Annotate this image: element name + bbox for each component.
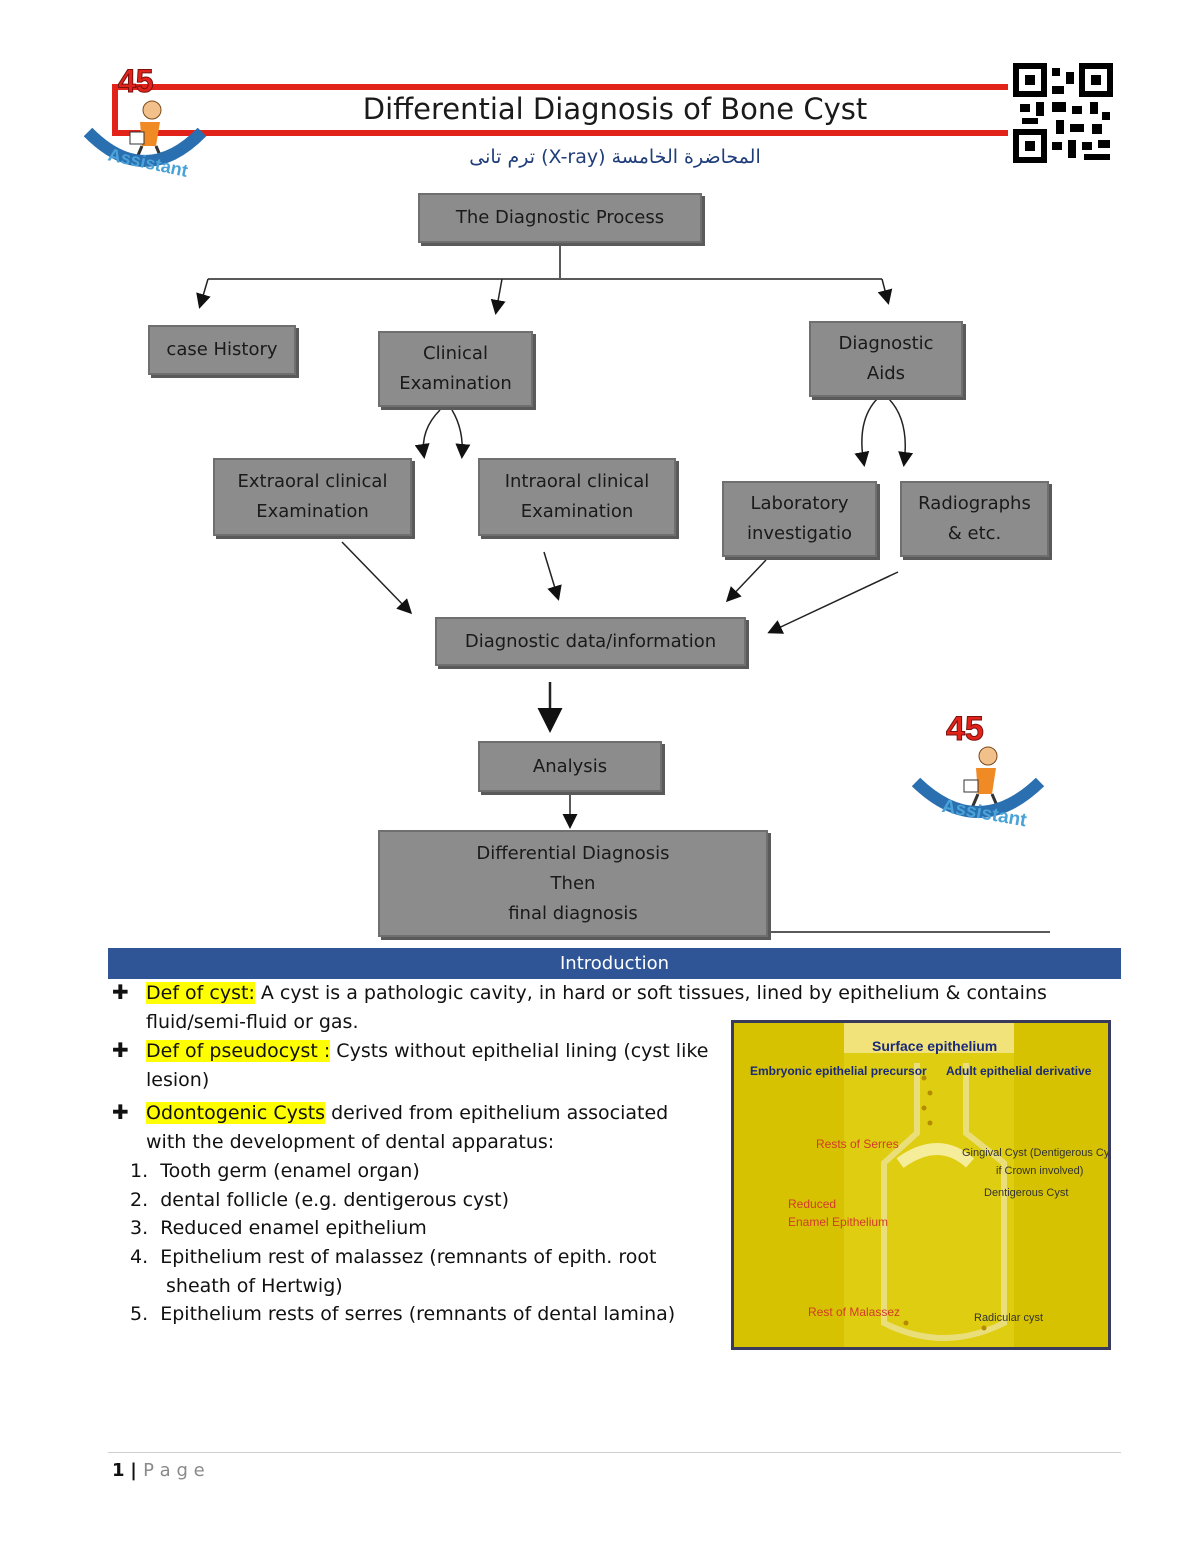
diagram-surface-label: Surface epithelium [872, 1038, 997, 1054]
odontogenic-origin-diagram: Surface epithelium Embryonic epithelial … [731, 1020, 1111, 1350]
diagram-malassez-label: Rest of Malassez [808, 1305, 900, 1319]
flowchart-connectors [196, 246, 1050, 933]
page-subtitle: المحاضرة الخامسة (X-ray) ترم تانى [469, 146, 761, 168]
def-odontogenic: derived from epithelium associated [325, 1102, 669, 1124]
footer-separator: | [130, 1460, 144, 1481]
def-odontogenic-cont: with the development of dental apparatus… [146, 1131, 555, 1153]
box-analysis: Analysis [478, 741, 662, 792]
numbered-item: 4. Epithelium rest of malassez (remnants… [130, 1246, 657, 1297]
box-diagnostic-process: The Diagnostic Process [418, 193, 702, 243]
logo-number: 45 [118, 63, 154, 99]
intro-item-pseudocyst: Def of pseudocyst : Cysts without epithe… [146, 1037, 726, 1095]
numbered-item: 3. Reduced enamel epithelium [130, 1217, 427, 1239]
footer-rule [108, 1452, 1121, 1453]
box-differential-diagnosis: Differential Diagnosis Then final diagno… [378, 830, 768, 937]
term-pseudocyst: Def of pseudocyst : [146, 1040, 331, 1062]
diagram-radicular-label: Radicular cyst [974, 1312, 1043, 1324]
diagram-dentigerous-label: Dentigerous Cyst [984, 1187, 1068, 1199]
intro-item-cyst: Def of cyst: A cyst is a pathologic cavi… [146, 979, 1096, 1037]
bullet-plus-icon: ✚ [112, 1038, 129, 1062]
box-extraoral-examination: Extraoral clinical Examination [213, 458, 412, 536]
numbered-item: 1. Tooth germ (enamel organ) [130, 1160, 420, 1182]
numbered-item: 5. Epithelium rests of serres (remnants … [130, 1303, 676, 1325]
numbered-item: 2. dental follicle (e.g. dentigerous cys… [130, 1189, 510, 1211]
box-diagnostic-aids: Diagnostic Aids [809, 321, 963, 397]
term-cyst: Def of cyst: [146, 982, 255, 1004]
diagram-reduced-label-1: Reduced [788, 1197, 836, 1211]
box-clinical-examination: Clinical Examination [378, 331, 533, 407]
logo-mid-number: 45 [946, 710, 984, 748]
page-footer: 1 | P a g e [112, 1460, 205, 1481]
def-pseudocyst: Cysts without epithelial lining (cyst li… [330, 1040, 709, 1062]
box-intraoral-examination: Intraoral clinical Examination [478, 458, 676, 536]
box-radiographs: Radiographs & etc. [900, 481, 1049, 557]
page-label: P a g e [143, 1460, 205, 1481]
page-title: Differential Diagnosis of Bone Cyst [362, 92, 868, 126]
diagram-gingival-label-2: if Crown involved) [996, 1165, 1083, 1177]
logo-top: 45 Assistant [80, 60, 210, 181]
header-top-rule [112, 84, 1008, 90]
intro-item-odontogenic: Odontogenic Cysts derived from epitheliu… [146, 1099, 726, 1157]
page-number: 1 [112, 1460, 125, 1481]
def-cyst-cont: fluid/semi-fluid or gas. [146, 1011, 359, 1033]
diagram-serres-label: Rests of Serres [816, 1137, 899, 1151]
header-left-rule [112, 84, 118, 136]
header-bottom-rule [112, 130, 1008, 136]
diagram-gingival-label-1: Gingival Cyst (Dentigerous Cyst [962, 1147, 1108, 1159]
box-diagnostic-data: Diagnostic data/information [435, 617, 746, 666]
bullet-plus-icon: ✚ [112, 1100, 129, 1124]
diagram-adult-label: Adult epithelial derivative [946, 1064, 1092, 1078]
term-odontogenic: Odontogenic Cysts [146, 1102, 326, 1124]
box-laboratory-investigation: Laboratory investigatio [722, 481, 877, 557]
def-cyst: A cyst is a pathologic cavity, in hard o… [254, 982, 1047, 1004]
diagram-embryonic-label: Embryonic epithelial precursor [750, 1064, 927, 1078]
def-pseudocyst-cont: lesion) [146, 1069, 210, 1091]
logo-mid: 45 Assistant [908, 706, 1048, 832]
diagram-reduced-label-2: Enamel Epithelium [788, 1215, 888, 1229]
introduction-heading: Introduction [108, 948, 1121, 979]
box-case-history: case History [148, 325, 296, 375]
bullet-plus-icon: ✚ [112, 980, 129, 1004]
qr-code [1012, 62, 1114, 164]
